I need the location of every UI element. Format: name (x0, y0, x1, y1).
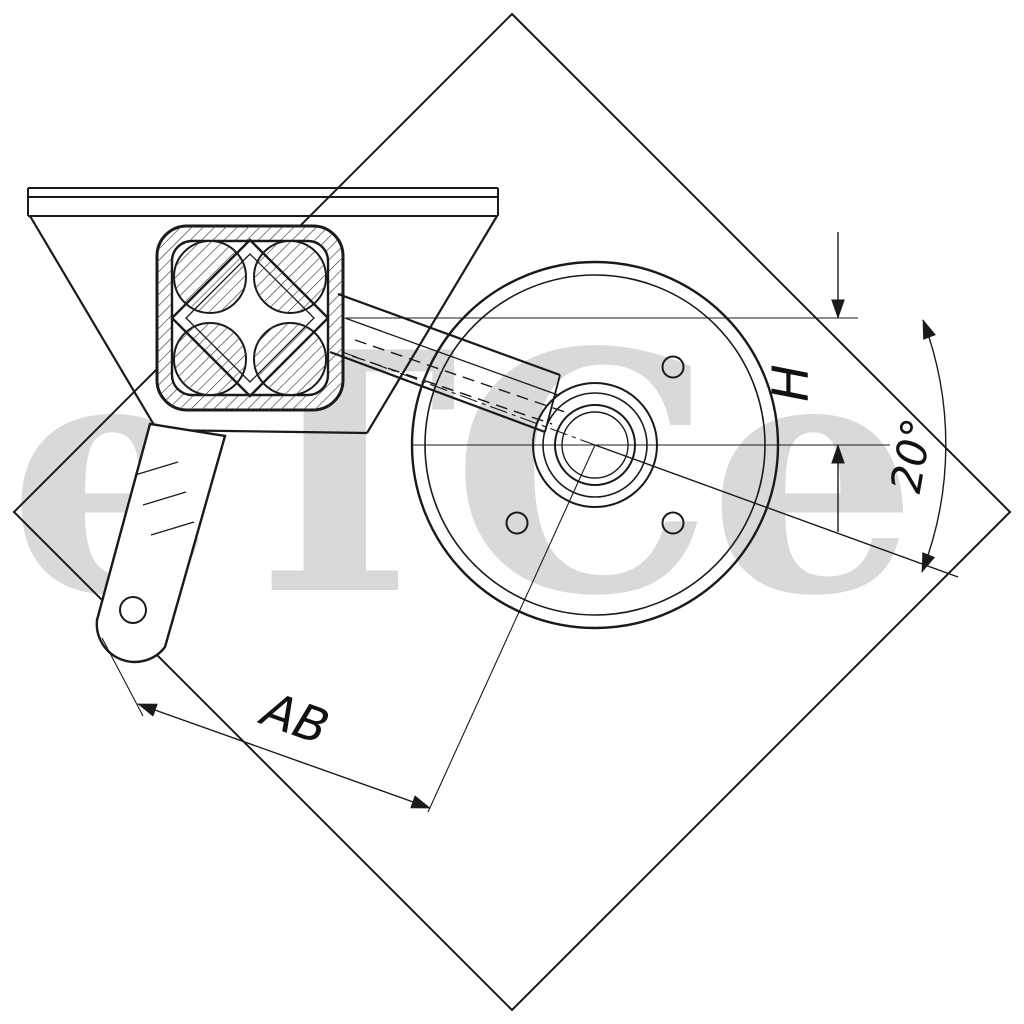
arm-mark-2 (142, 491, 187, 506)
stub-arm-hidden-line-2 (351, 355, 553, 425)
rubber-cord-top-right-hatch (254, 241, 326, 313)
bolt-hole-bottom-left (505, 511, 529, 535)
inner-square-profile-inner-line (185, 253, 315, 383)
bolt-hole-bottom-right (661, 511, 685, 535)
rubber-cord-bottom-right-hatch (254, 323, 326, 395)
rubber-cord-top-left-hatch (174, 241, 246, 313)
rubber-cord-bottom-left-hatch (174, 323, 246, 395)
swing-arm (95, 422, 227, 664)
arm-mark-3 (150, 521, 195, 536)
angle-arc (921, 319, 947, 573)
dim-ab-line (137, 703, 431, 809)
rubber-cords (173, 240, 327, 396)
dim-ab-extension-right (427, 444, 596, 813)
angle-reference-line (594, 444, 959, 578)
arm-mark-1 (134, 461, 179, 476)
reference-lines (345, 317, 959, 578)
axle-tube-section (155, 224, 345, 412)
bracket-right-edge (366, 215, 498, 434)
bolt-hole-top-right (661, 355, 685, 379)
stub-arm-top-inner-line (344, 317, 559, 396)
bracket-left-edge (29, 215, 158, 431)
dim-h-label: H (762, 364, 820, 402)
stub-arm-bottom-edge (329, 350, 546, 434)
dimension-h: H (762, 232, 845, 532)
inner-square-profile (170, 238, 330, 398)
shock-absorber-hole (119, 596, 147, 624)
swing-arm-surface-marks (134, 461, 195, 536)
mounting-plate (27, 187, 499, 217)
wheel-bolt-holes (505, 355, 685, 535)
dim-ab-extension-left (101, 637, 144, 717)
